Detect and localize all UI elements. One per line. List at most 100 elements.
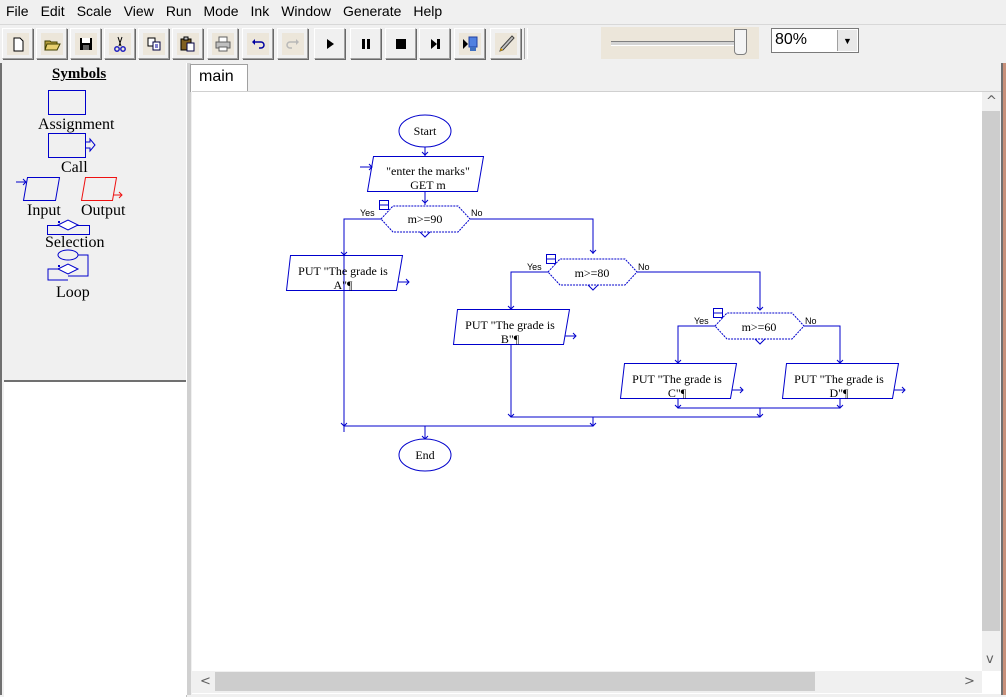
flowchart bbox=[285, 114, 906, 472]
zoom-select[interactable]: 80% ▼ bbox=[771, 28, 859, 53]
print-button[interactable] bbox=[207, 28, 238, 59]
assignment-symbol[interactable] bbox=[48, 90, 86, 115]
scroll-down-icon[interactable]: v bbox=[986, 652, 994, 667]
output-box-d[interactable] bbox=[781, 363, 900, 399]
redo-icon bbox=[281, 32, 304, 55]
end-label: End bbox=[415, 448, 435, 462]
step-button[interactable] bbox=[419, 28, 450, 59]
scroll-up-icon[interactable]: ^ bbox=[986, 94, 997, 109]
yes-label: Yes bbox=[694, 316, 709, 326]
toolbar-separator bbox=[524, 28, 528, 59]
assignment-label: Assignment bbox=[38, 116, 115, 133]
output-c-line2: C"¶ bbox=[667, 386, 687, 400]
menu-run[interactable]: Run bbox=[165, 3, 192, 19]
horizontal-scrollbar[interactable]: < > bbox=[192, 671, 982, 693]
paste-button[interactable] bbox=[172, 28, 203, 59]
end-terminal[interactable] bbox=[398, 438, 452, 472]
connector bbox=[421, 192, 429, 205]
selection-label: Selection bbox=[45, 234, 105, 251]
call-symbol[interactable] bbox=[48, 133, 86, 158]
input-box[interactable] bbox=[366, 156, 485, 192]
yes-label: Yes bbox=[360, 208, 375, 218]
output-arrow-icon bbox=[732, 386, 744, 394]
no-branch-line bbox=[470, 218, 594, 254]
menu-edit[interactable]: Edit bbox=[40, 3, 65, 19]
decision-1-label: m>=90 bbox=[407, 212, 443, 226]
output-box-c[interactable] bbox=[619, 363, 738, 399]
redo-button[interactable] bbox=[277, 28, 308, 59]
run-icon bbox=[326, 38, 334, 49]
input-symbol[interactable] bbox=[22, 177, 61, 201]
output-a-line1: PUT "The grade is bbox=[298, 264, 388, 278]
output-label: Output bbox=[81, 202, 126, 219]
yes-label: Yes bbox=[527, 262, 542, 272]
ink-button[interactable] bbox=[490, 28, 521, 59]
menu-view[interactable]: View bbox=[123, 3, 154, 19]
menu-ink[interactable]: Ink bbox=[250, 3, 270, 19]
scroll-left-icon[interactable]: < bbox=[200, 674, 211, 689]
cut-button[interactable] bbox=[104, 28, 135, 59]
ink-pen-icon bbox=[494, 32, 517, 55]
menu-scale[interactable]: Scale bbox=[76, 3, 112, 19]
menu-generate[interactable]: Generate bbox=[343, 3, 402, 19]
symbols-palette: Symbols Assignment Call Input bbox=[2, 63, 186, 380]
collapse-icon[interactable] bbox=[379, 200, 389, 210]
output-arrow-icon bbox=[398, 278, 410, 286]
input-statement: GET m bbox=[410, 178, 446, 192]
horizontal-scroll-thumb[interactable] bbox=[215, 672, 815, 691]
undo-button[interactable] bbox=[242, 28, 273, 59]
speed-slider-thumb[interactable] bbox=[734, 29, 748, 55]
no-branch-line bbox=[637, 271, 761, 310]
run-button[interactable] bbox=[314, 28, 345, 59]
speed-slider[interactable] bbox=[601, 27, 759, 59]
tab-main[interactable]: main bbox=[190, 64, 248, 92]
print-icon bbox=[211, 32, 234, 55]
output-box-a[interactable] bbox=[285, 255, 404, 291]
save-icon bbox=[74, 32, 97, 55]
output-box-b[interactable] bbox=[452, 309, 571, 345]
pause-button[interactable] bbox=[350, 28, 381, 59]
input-prompt: "enter the marks" bbox=[386, 164, 470, 178]
output-a-line2: A"¶ bbox=[333, 278, 353, 292]
step-into-button[interactable] bbox=[454, 28, 485, 59]
menu-bar: File Edit Scale View Run Mode Ink Window… bbox=[0, 0, 1006, 23]
copy-icon bbox=[142, 32, 165, 55]
output-arrow-icon bbox=[565, 332, 577, 340]
no-label: No bbox=[638, 262, 650, 272]
window-border bbox=[1001, 63, 1006, 695]
decision-3-label: m>=60 bbox=[741, 320, 777, 334]
vertical-scroll-thumb[interactable] bbox=[982, 111, 1000, 631]
output-d-line1: PUT "The grade is bbox=[794, 372, 884, 386]
collapse-icon[interactable] bbox=[713, 308, 723, 318]
output-d-line2: D"¶ bbox=[829, 386, 849, 400]
menu-file[interactable]: File bbox=[6, 3, 29, 19]
no-branch-line bbox=[804, 325, 841, 363]
panel-splitter[interactable] bbox=[186, 63, 191, 695]
pause-icon bbox=[361, 38, 370, 49]
copy-button[interactable] bbox=[138, 28, 169, 59]
open-button[interactable] bbox=[36, 28, 67, 59]
decision-2-label: m>=80 bbox=[574, 266, 610, 280]
flowchart-canvas[interactable]: Start "enter the marks" GET m m>=90 m>=8… bbox=[192, 91, 1001, 694]
collapse-icon[interactable] bbox=[546, 254, 556, 264]
chevron-down-icon[interactable]: ▼ bbox=[837, 30, 857, 51]
new-button[interactable] bbox=[2, 28, 33, 59]
scroll-right-icon[interactable]: > bbox=[964, 674, 975, 689]
no-label: No bbox=[471, 208, 483, 218]
vertical-scrollbar[interactable]: ^ v bbox=[982, 92, 1001, 671]
menu-help[interactable]: Help bbox=[413, 3, 443, 19]
input-arrow-icon bbox=[360, 163, 373, 171]
loop-label: Loop bbox=[56, 284, 90, 301]
yes-branch-line bbox=[343, 218, 381, 432]
open-icon bbox=[40, 32, 63, 55]
new-icon bbox=[6, 32, 29, 55]
step-into-icon bbox=[458, 32, 481, 55]
stop-button[interactable] bbox=[385, 28, 416, 59]
save-button[interactable] bbox=[70, 28, 101, 59]
output-symbol[interactable] bbox=[80, 177, 118, 201]
menu-window[interactable]: Window bbox=[281, 3, 332, 19]
output-b-line1: PUT "The grade is bbox=[465, 318, 555, 332]
output-arrow-icon bbox=[113, 191, 123, 199]
menu-mode[interactable]: Mode bbox=[203, 3, 239, 19]
undo-icon bbox=[246, 32, 269, 55]
